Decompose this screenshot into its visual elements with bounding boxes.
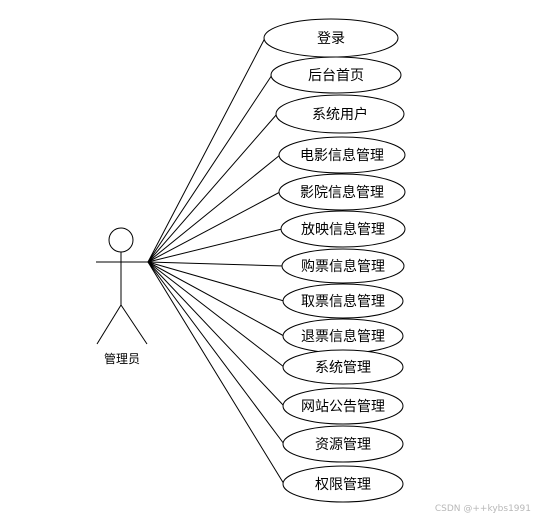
use-case-label: 退票信息管理 [301,328,385,345]
use-case-label: 影院信息管理 [300,184,384,201]
association-line [147,261,285,337]
use-case-list: 登录后台首页系统用户电影信息管理影院信息管理放映信息管理购票信息管理取票信息管理… [263,18,406,503]
use-case: 影院信息管理 [278,173,406,211]
actor-right-leg [120,304,148,345]
use-case-label: 系统管理 [315,360,371,376]
use-case-ellipse [275,94,405,134]
actor-left-leg [96,304,122,345]
use-case-ellipse [282,465,404,503]
association-line [147,37,266,263]
association-line [147,261,285,302]
use-case: 登录 [263,18,399,58]
use-case-label: 后台首页 [308,68,364,84]
use-case-label: 购票信息管理 [301,258,385,275]
use-case-ellipse [280,210,406,248]
use-case-ellipse [282,283,404,319]
use-case: 网站公告管理 [282,387,404,425]
use-case-label: 取票信息管理 [301,293,385,310]
use-case-label: 权限管理 [315,477,371,493]
use-case: 退票信息管理 [282,318,404,354]
actor-label: 管理员 [104,351,140,366]
use-case-ellipse [278,136,406,174]
association-line [147,191,281,263]
association-line [147,154,281,263]
use-case-ellipse [270,56,402,94]
actor-head [108,227,134,253]
use-case: 电影信息管理 [278,136,406,174]
association-line [147,261,285,445]
association-line [147,261,285,368]
use-case-label: 资源管理 [315,437,371,453]
association-line [147,261,285,485]
association-line [147,261,285,407]
association-line [147,261,284,267]
use-case: 后台首页 [270,56,402,94]
use-case: 权限管理 [282,465,404,503]
actor-admin: 管理员 [96,227,148,366]
use-case: 取票信息管理 [282,283,404,319]
use-case-label: 登录 [317,31,345,47]
use-case-ellipse [278,173,406,211]
association-lines [147,37,285,485]
use-case: 购票信息管理 [281,248,405,284]
use-case-label: 网站公告管理 [301,399,385,415]
association-line [147,113,278,263]
use-case-ellipse [282,425,404,463]
use-case-label: 放映信息管理 [301,221,385,238]
association-line [147,228,283,263]
use-case-label: 电影信息管理 [300,147,384,164]
use-case: 系统用户 [275,94,405,134]
use-case-ellipse [281,248,405,284]
use-case-label: 系统用户 [312,106,368,123]
use-case-ellipse [282,387,404,425]
use-case: 资源管理 [282,425,404,463]
association-line [147,74,273,263]
use-case: 放映信息管理 [280,210,406,248]
use-case-ellipse [282,349,404,385]
watermark: CSDN @++kybs1991 [434,504,531,514]
use-case: 系统管理 [282,349,404,385]
